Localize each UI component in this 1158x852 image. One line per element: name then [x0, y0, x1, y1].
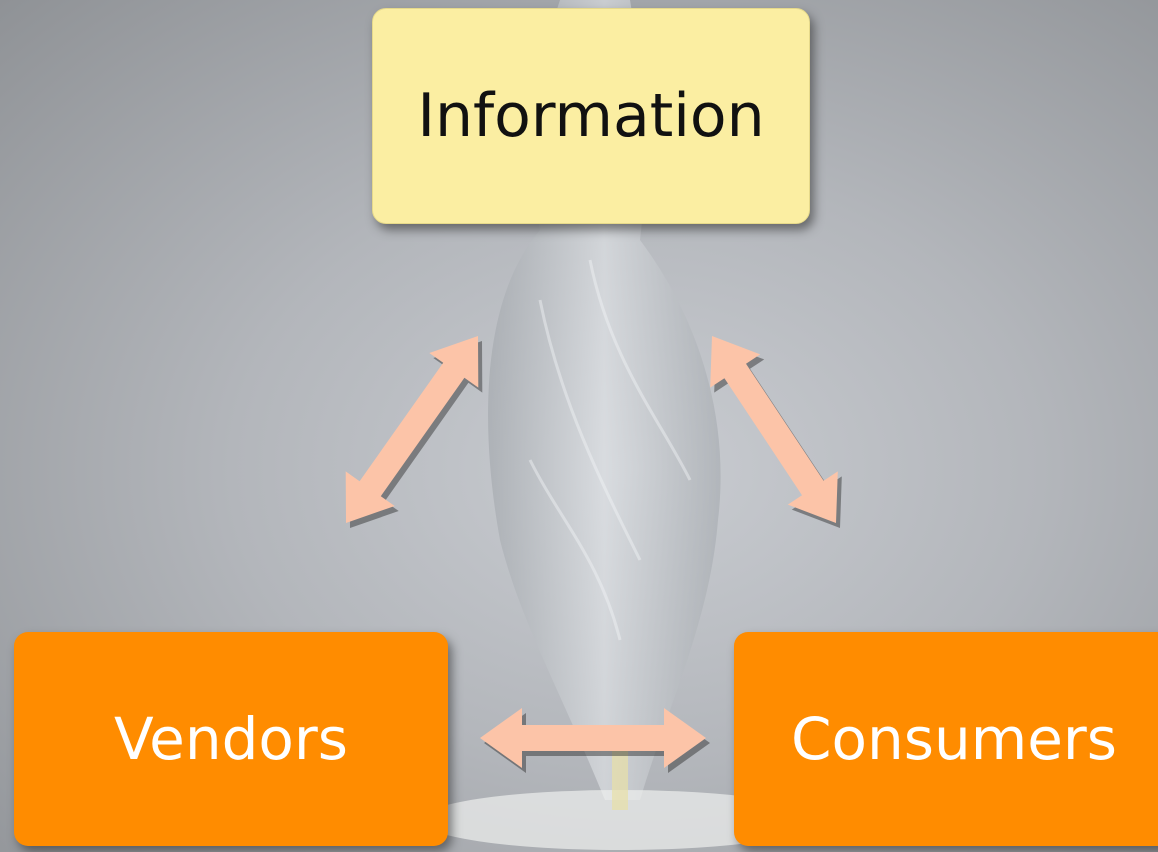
vendors-node: Vendors [14, 632, 448, 846]
consumers-label: Consumers [791, 705, 1117, 773]
information-label: Information [417, 81, 765, 151]
consumers-node: Consumers [734, 632, 1158, 846]
information-node: Information [372, 8, 810, 224]
arrow-information-consumers [710, 336, 838, 523]
arrow-vendors-consumers [480, 708, 706, 768]
vendors-label: Vendors [114, 705, 348, 773]
arrow-information-vendors [345, 336, 479, 523]
